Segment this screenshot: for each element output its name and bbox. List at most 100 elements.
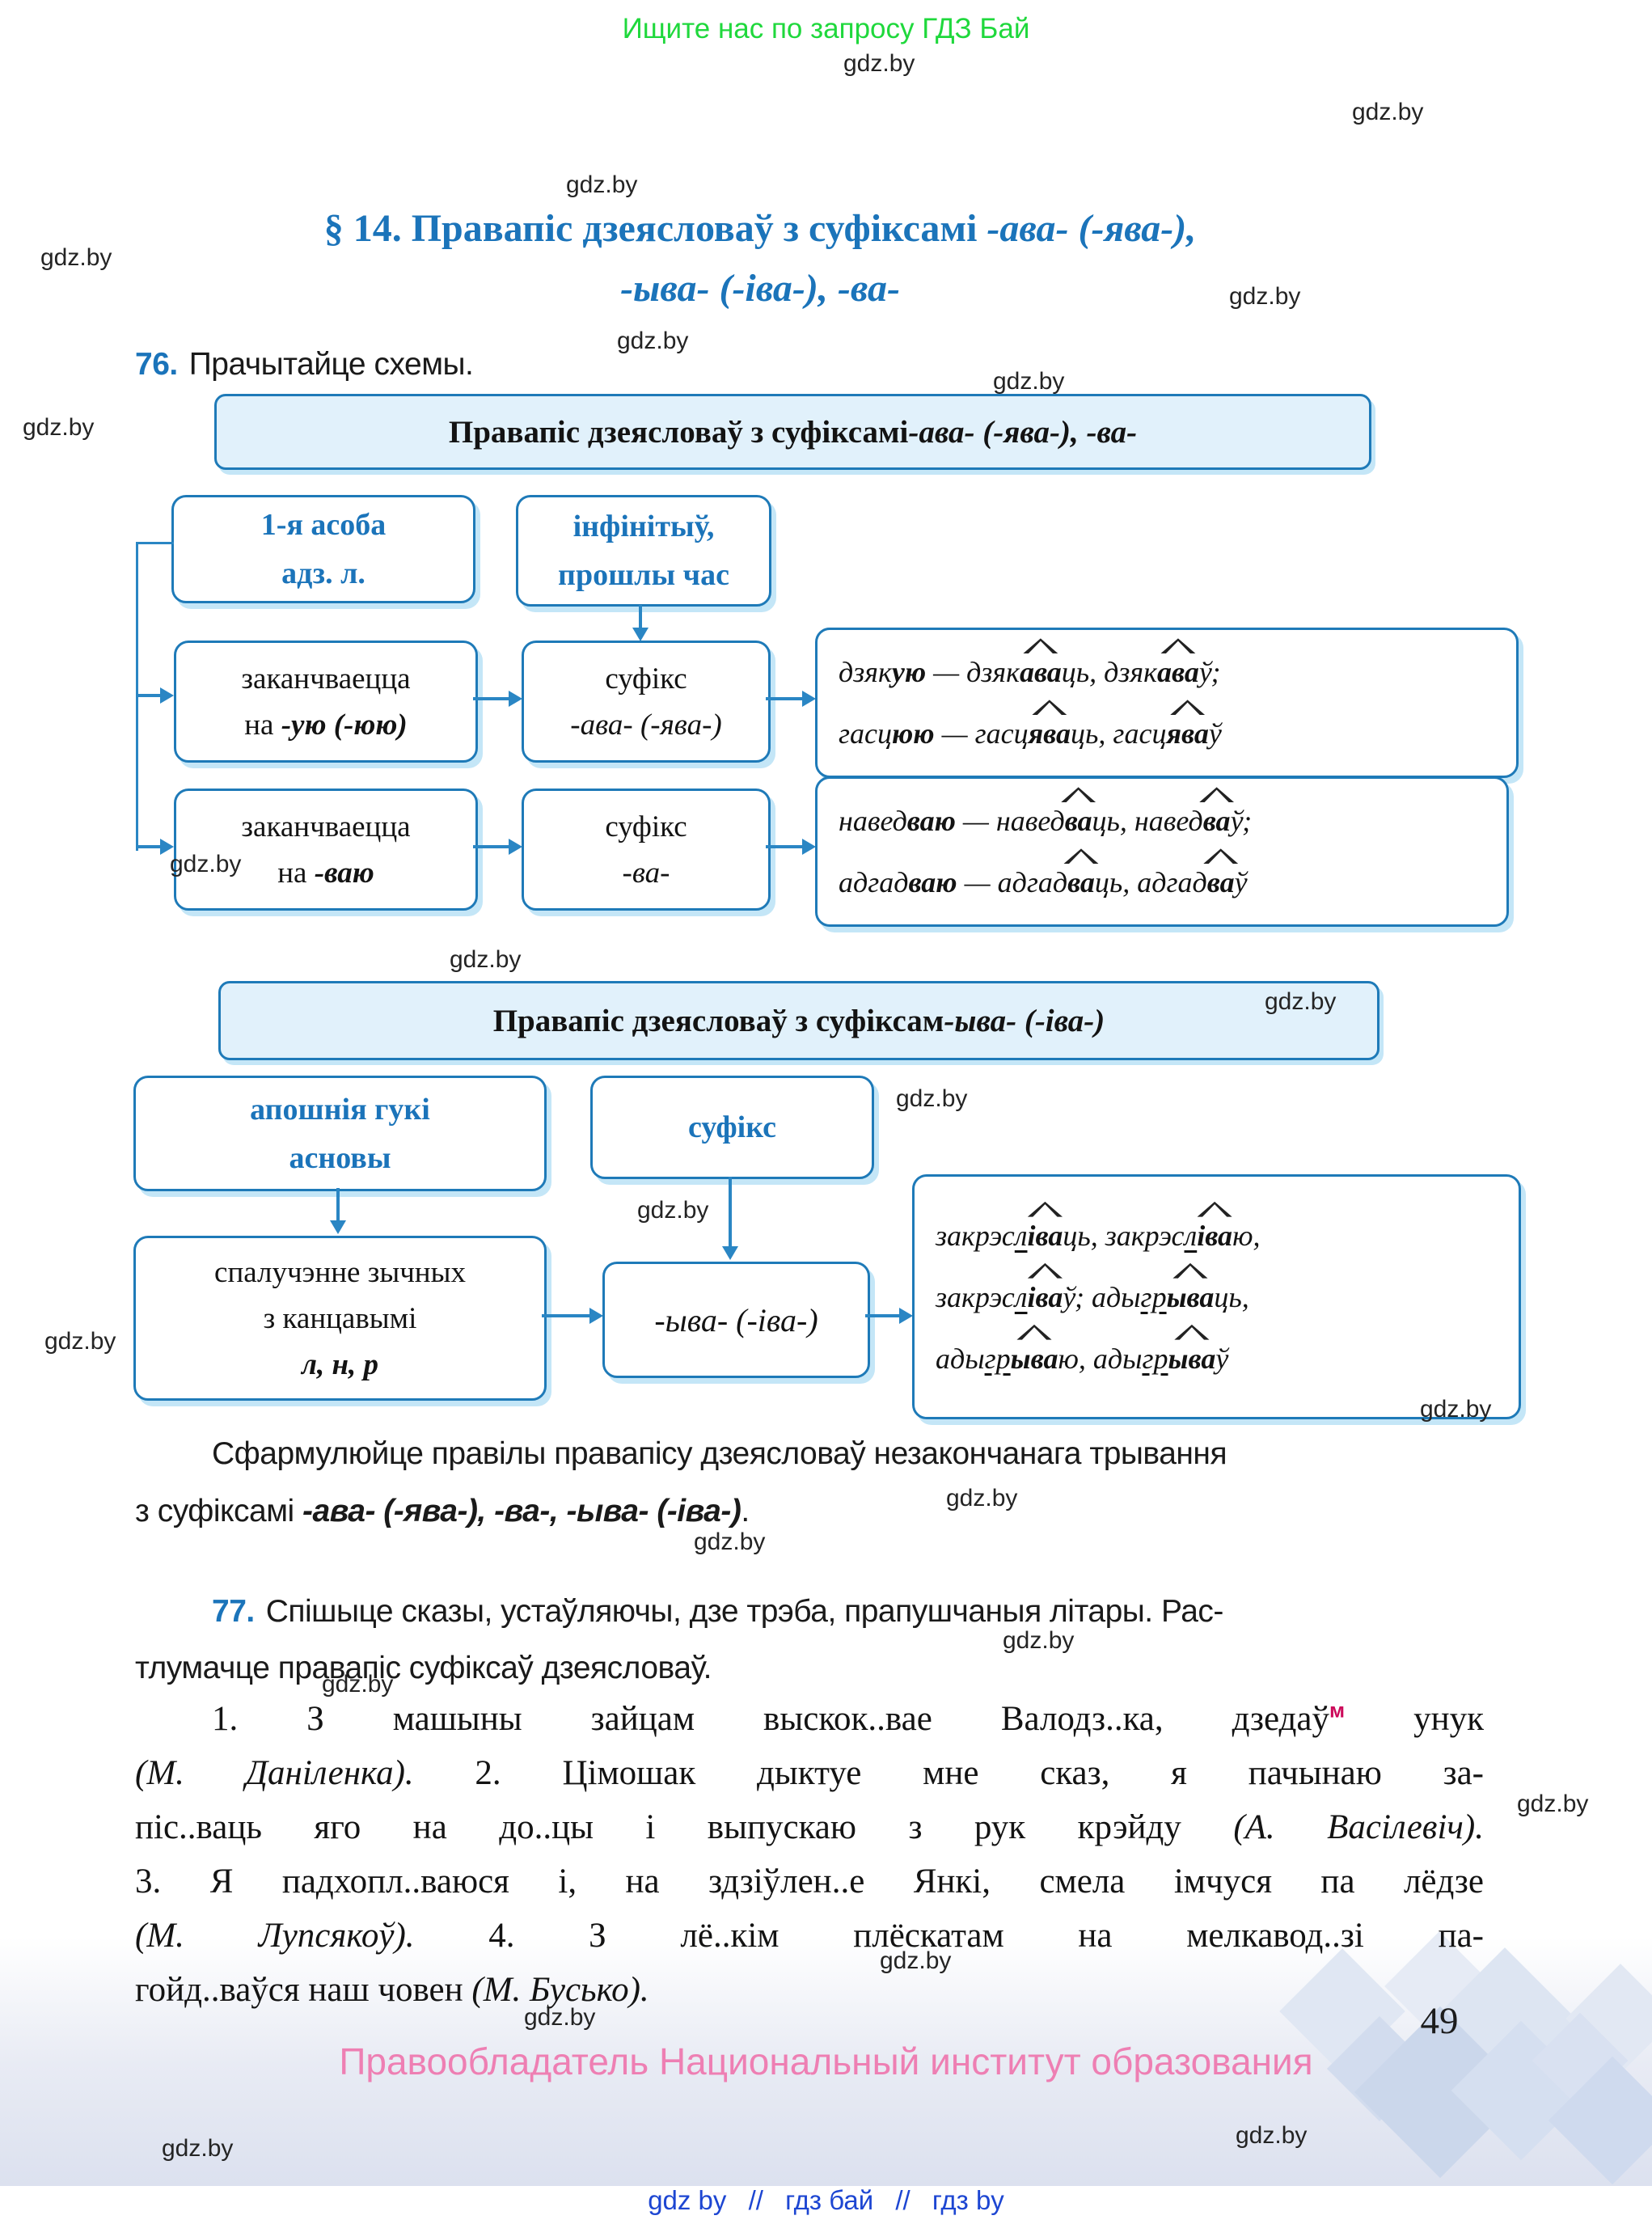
diagram2-condition-line1: спалучэнне зычных bbox=[214, 1255, 466, 1289]
diagram1-row1-suffix-box: суфікс -ава- (-ява-) bbox=[522, 641, 771, 763]
diagram2-header: Правапіс дзеясловаў з суфіксам -ыва- (-і… bbox=[218, 981, 1379, 1060]
watermark: gdz.by bbox=[1265, 988, 1337, 1015]
diagram1-person-line1: 1-я асоба bbox=[260, 508, 387, 542]
diagram2-suffix-label: суфікс bbox=[687, 1110, 777, 1144]
diagram1-infinitive-line1: інфінітыў, bbox=[572, 509, 715, 543]
exercise-77-sentences: 1. З машыны зайцам выскок..вае Валодз..к… bbox=[135, 1692, 1484, 2017]
watermark: gdz.by bbox=[1003, 1627, 1075, 1654]
diagram2-suffix-box: -ыва- (-іва-) bbox=[602, 1262, 870, 1378]
diagram2-condition-line2: з канцавымі bbox=[263, 1301, 417, 1335]
sentence-line: піс..ваць яго на до..цы і выпускаю з рук… bbox=[135, 1808, 1484, 1846]
arrow-infinitive-down-icon bbox=[632, 605, 649, 641]
watermark: gdz.by bbox=[450, 946, 522, 973]
watermark: gdz.by bbox=[170, 851, 242, 877]
watermark: gdz.by bbox=[843, 50, 915, 77]
row1-suffix-line1: суфікс bbox=[605, 662, 687, 696]
watermark: gdz.by bbox=[637, 1197, 709, 1224]
row1-condition-line1: заканчваецца bbox=[241, 662, 411, 696]
watermark: gdz.by bbox=[1420, 1396, 1492, 1423]
arrow-row2-b-icon bbox=[766, 839, 816, 855]
exercise-77-text2: тлумачце правапіс суфіксаў дзеясловаў. bbox=[135, 1651, 712, 1685]
watermark: gdz.by bbox=[1352, 99, 1424, 125]
diagram2-condition-line3: л, н, р bbox=[301, 1347, 379, 1381]
row1-example-line1: дзякую — дзякаваць, дзякаваў; bbox=[839, 656, 1221, 688]
footer-links: gdz by // гдз бай // гдз by bbox=[0, 2185, 1652, 2216]
watermark: gdz.by bbox=[162, 2135, 234, 2162]
section-title-line2: -ыва- (-іва-), -ва- bbox=[620, 267, 900, 310]
watermark: gdz.by bbox=[946, 1485, 1018, 1512]
arrow-d2-a-icon bbox=[542, 1308, 603, 1324]
watermark: gdz.by bbox=[524, 2004, 596, 2031]
arrow-to-row1-icon bbox=[136, 687, 174, 704]
exercise-77-number: 77. bbox=[212, 1594, 255, 1629]
watermark: gdz.by bbox=[896, 1085, 968, 1112]
arrow-row1-b-icon bbox=[766, 691, 816, 707]
section-title: § 14. Правапіс дзеясловаў з суфіксамі -а… bbox=[73, 199, 1447, 319]
diagram1-row2-suffix-box: суфікс -ва- bbox=[522, 789, 771, 911]
diagram1-person-line2: адз. л. bbox=[281, 556, 365, 590]
watermark: gdz.by bbox=[566, 171, 638, 198]
sentence-line: (М. Даніленка). 2. Цімошак дыктуе мне ск… bbox=[135, 1754, 1484, 1792]
section-title-line1: § 14. Правапіс дзеясловаў з суфіксамі -а… bbox=[323, 207, 1197, 250]
footer-link-separator: // bbox=[895, 2185, 911, 2215]
diagram2-example-line1: закрэсліваць, закрэсліваю, bbox=[936, 1219, 1261, 1252]
row2-condition-line2: на -ваю bbox=[277, 856, 374, 890]
diagram1-row2-examples-box: наведваю — наведваць, наведваў; адгадваю… bbox=[815, 776, 1509, 927]
arrow-row2-a-icon bbox=[473, 839, 522, 855]
watermark: gdz.by bbox=[617, 328, 689, 354]
diagram1-row2-condition-box: заканчваецца на -ваю bbox=[174, 789, 478, 911]
footer-link-separator: // bbox=[748, 2185, 763, 2215]
formulate-line2: з суфіксамі -ава- (-ява-), -ва-, -ыва- (… bbox=[135, 1494, 750, 1528]
page-number: 49 bbox=[1420, 2000, 1459, 2042]
row1-suffix-line2: -ава- (-ява-) bbox=[570, 708, 722, 742]
diagram2-sounds-line1: апошнія гукі bbox=[250, 1092, 430, 1127]
arrow-to-row2-icon bbox=[136, 839, 174, 855]
exercise-76-text: Прачытайце схемы. bbox=[188, 347, 474, 382]
watermark: gdz.by bbox=[993, 368, 1065, 395]
watermark: gdz.by bbox=[1236, 2122, 1308, 2149]
arrow-sounds-down-icon bbox=[330, 1188, 346, 1234]
diagram2-sounds-line2: асновы bbox=[289, 1140, 391, 1175]
formulate-line1: Сфармулюйце правілы правапісу дзеясловаў… bbox=[212, 1436, 1227, 1471]
exercise-76-heading: 76. Прачытайце схемы. bbox=[135, 336, 1494, 393]
diagram2-condition-box: спалучэнне зычных з канцавымі л, н, р bbox=[133, 1236, 547, 1401]
watermark: gdz.by bbox=[1517, 1791, 1589, 1817]
exercise-77-heading: 77. Спішыце сказы, устаўляючы, дзе трэба,… bbox=[135, 1583, 1494, 1697]
exercise-77-text1: Спішыце сказы, устаўляючы, дзе трэба, пр… bbox=[265, 1594, 1224, 1629]
diagram2-example-line3: адыгрываю, адыгрываў bbox=[936, 1342, 1229, 1375]
row2-condition-line1: заканчваецца bbox=[241, 810, 411, 844]
diagram2-example-line2: закрэсліваў; адыгрываць, bbox=[936, 1280, 1249, 1313]
watermark: gdz.by bbox=[40, 244, 112, 271]
watermark: gdz.by bbox=[1229, 283, 1301, 310]
diagram1-infinitive-box: інфінітыў, прошлы час bbox=[516, 495, 771, 607]
footer-link-gdz-by-2[interactable]: гдз by bbox=[932, 2185, 1004, 2215]
exercise-76-number: 76. bbox=[135, 347, 178, 382]
watermark: gdz.by bbox=[694, 1528, 766, 1555]
watermark: gdz.by bbox=[44, 1328, 116, 1355]
diagram1-row1-examples-box: дзякую — дзякаваць, дзякаваў; гасцюю — г… bbox=[815, 628, 1519, 778]
diagram2-suffix-label-box: суфікс bbox=[590, 1076, 874, 1179]
row2-suffix-line1: суфікс bbox=[605, 810, 687, 844]
diagram1-infinitive-line2: прошлы час bbox=[558, 558, 729, 592]
diagram1-row1-condition-box: заканчваецца на -ую (-юю) bbox=[174, 641, 478, 763]
watermark: gdz.by bbox=[23, 414, 95, 441]
task-formulate-rules: Сфармулюйце правілы правапісу дзеясловаў… bbox=[135, 1425, 1494, 1540]
diagram2-suffix-value: -ыва- (-іва-) bbox=[654, 1301, 818, 1338]
diagram1-person-box: 1-я асоба адз. л. bbox=[171, 495, 475, 603]
diagram2-examples-box: закрэсліваць, закрэсліваю, закрэсліваў; … bbox=[912, 1174, 1521, 1419]
sentence-line: гойд..ваўся наш човен (М. Бусько). bbox=[135, 1971, 649, 2009]
sentence-line: 1. З машыны зайцам выскок..вае Валодз..к… bbox=[212, 1699, 1484, 1738]
diagram2-sounds-box: апошнія гукі асновы bbox=[133, 1076, 547, 1191]
footer-link-gdz-by[interactable]: gdz by bbox=[648, 2185, 727, 2215]
row2-example-line2: адгадваю — адгадваць, адгадваў bbox=[839, 866, 1248, 898]
arrow-suffix-down-icon bbox=[722, 1177, 738, 1260]
watermark: gdz.by bbox=[880, 1947, 952, 1974]
sentence-line: 3. Я падхопл..ваюся і, на здзіўлен..е Ян… bbox=[135, 1862, 1484, 1901]
sentence-line: (М. Лупсякоў). 4. З лё..кім плёскатам на… bbox=[135, 1917, 1484, 1955]
row1-condition-line2: на -ую (-юю) bbox=[244, 708, 408, 742]
row1-example-line2: гасцюю — гасцяваць, гасцяваў bbox=[839, 717, 1222, 750]
copyright-notice: Правообладатель Национальный институт об… bbox=[339, 2040, 1313, 2082]
arrow-row1-a-icon bbox=[473, 691, 522, 707]
arrow-d2-b-icon bbox=[865, 1308, 913, 1324]
footer-link-gdz-bai[interactable]: гдз бай bbox=[785, 2185, 874, 2215]
